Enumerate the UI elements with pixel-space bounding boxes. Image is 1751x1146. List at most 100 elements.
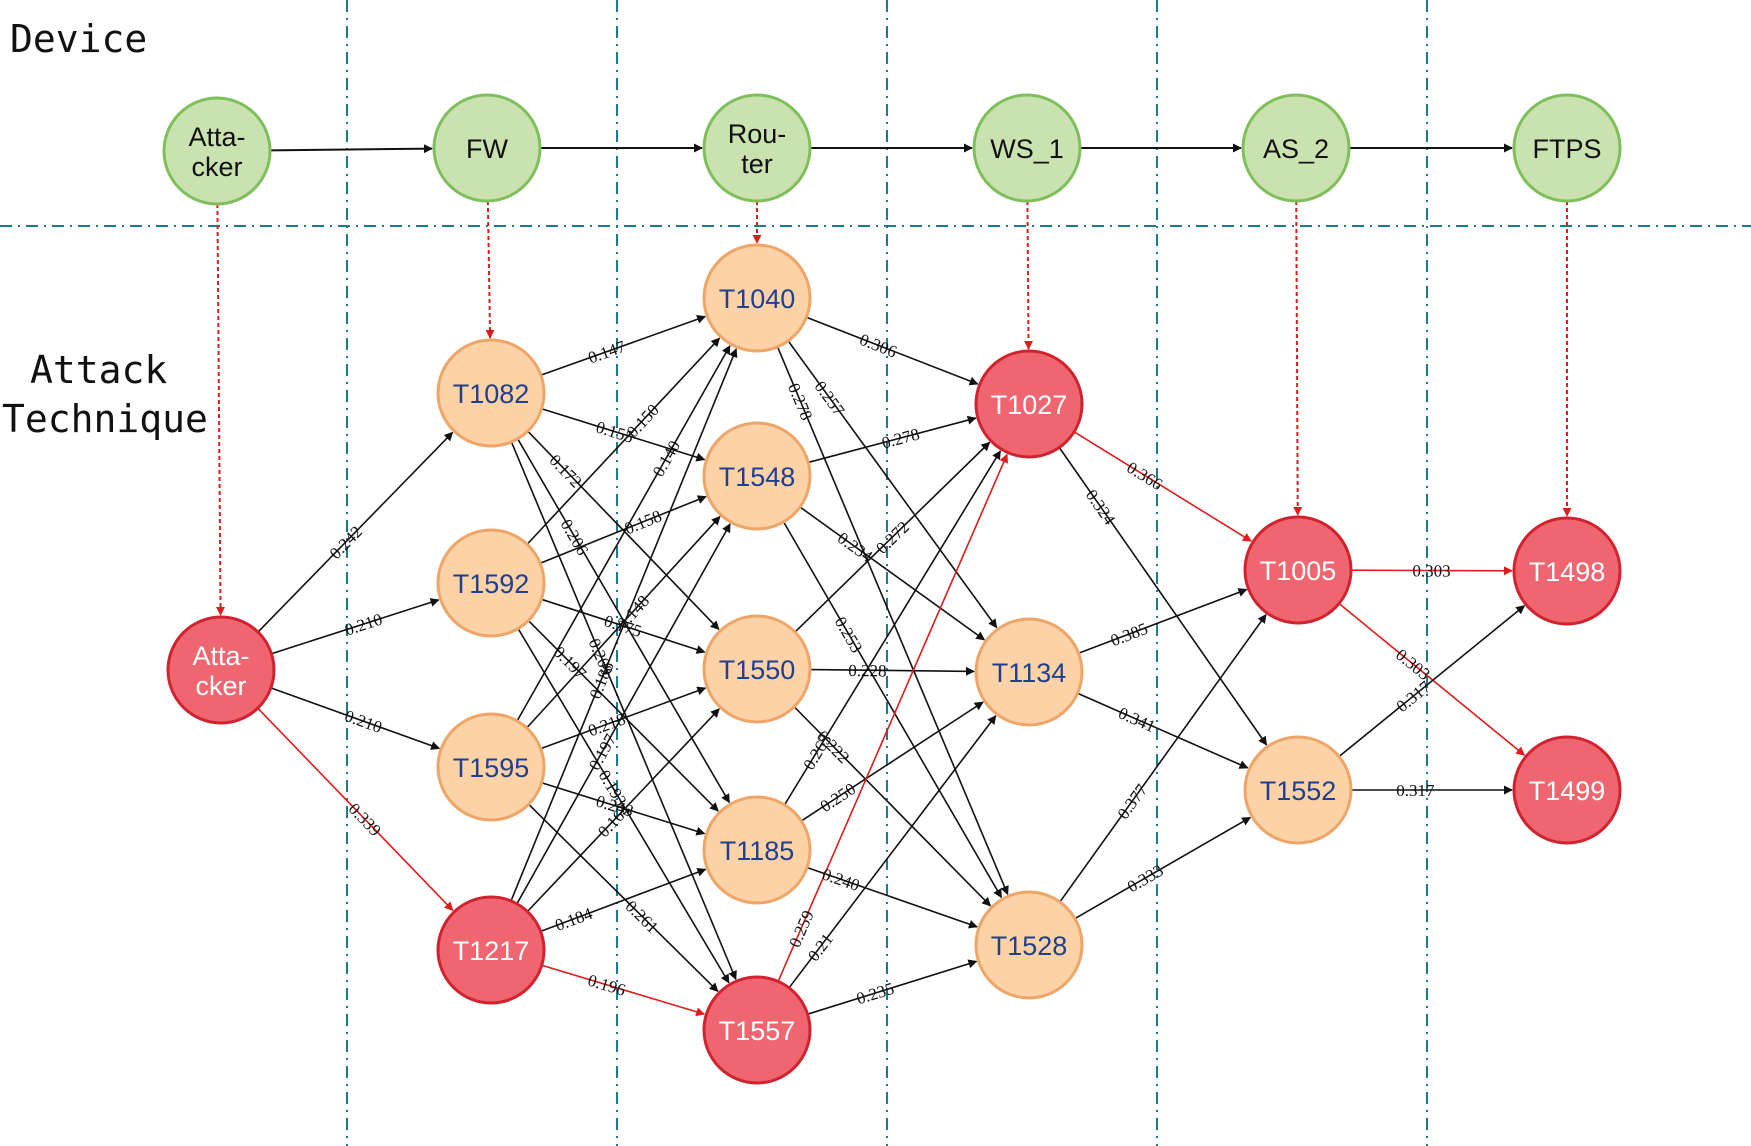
edge-label-T1557-T1528: 0.235 <box>854 979 896 1009</box>
device-technique-mappings <box>216 200 1572 616</box>
technique-node-t1595-circle <box>436 712 546 822</box>
device-node-fw-circle <box>432 93 542 203</box>
technique-node-t1005: T1005 <box>1243 515 1353 625</box>
technique-node-t1557: T1557 <box>702 975 812 1085</box>
technique-node-t1557-circle <box>702 975 812 1085</box>
edge-T1550-T1528 <box>793 706 992 907</box>
edge-T1528-T1005 <box>1059 613 1267 903</box>
edge-label-T1185-T1528: 0.240 <box>820 865 862 896</box>
technique-node-t1550-circle <box>702 614 812 724</box>
device-node-ftps: FTPS <box>1512 93 1622 203</box>
technique-lane-label-line1: Attack <box>30 348 167 392</box>
edge-label-T1548-T1134: 0.234 <box>834 528 877 566</box>
technique-node-t1499-circle <box>1512 735 1622 845</box>
device-node-attacker-label: Atta- <box>188 122 245 152</box>
technique-edges <box>257 314 1526 1017</box>
technique-node-t1548-label: T1548 <box>719 462 796 492</box>
edge-T1040-T1027 <box>806 316 979 386</box>
edge-T1005-T1499 <box>1338 602 1526 756</box>
edge-T1552-T1498 <box>1338 605 1526 758</box>
device-node-router-circle <box>702 93 812 203</box>
technique-node-t1185-circle <box>702 795 812 905</box>
technique-node-attacker-circle <box>166 615 276 725</box>
edge-T1185-T1528 <box>806 866 978 929</box>
edge-T1217-T1548 <box>516 523 731 905</box>
edge-T1217-T1550 <box>526 708 720 913</box>
technique-node-t1082-circle <box>436 338 546 448</box>
edge-T1595-T1548 <box>526 515 721 729</box>
edge-T1595-T1550 <box>540 686 707 750</box>
technique-lane-label-line2: Technique <box>2 397 208 441</box>
technique-node-t1027: T1027 <box>974 349 1084 459</box>
technique-node-t1498-circle <box>1512 516 1622 626</box>
edge-label-T1592-T1040: 0.150 <box>623 400 663 441</box>
edge-label-T1217-T1557: 0.196 <box>586 971 628 1000</box>
edge-T1082-T1040 <box>540 314 707 376</box>
technique-node-t1548-circle <box>702 421 812 531</box>
edge-T1548-T1027 <box>808 415 977 464</box>
edge-T1557-T1528 <box>807 959 978 1015</box>
technique-node-t1005-label: T1005 <box>1260 556 1337 586</box>
edge-label-T1027-T1005: 0.366 <box>1123 458 1166 494</box>
edge-T1592-T1040 <box>526 337 721 545</box>
edge-label-T1082-T1040: 0.147 <box>586 337 629 368</box>
edge-T1550-T1027 <box>794 441 991 633</box>
technique-node-t1592-label: T1592 <box>453 569 530 599</box>
edge-label-T1552-T1498: 0.317 <box>1393 677 1435 716</box>
edge-Attacker-T1595 <box>270 687 441 750</box>
technique-node-t1592: T1592 <box>436 528 546 638</box>
edge-label-T1027-T1552: 0.324 <box>1082 486 1120 529</box>
edge-T1557-T1134 <box>788 715 997 989</box>
device-node-router-label: ter <box>741 149 773 179</box>
technique-node-t1552: T1552 <box>1243 735 1353 845</box>
technique-node-t1552-label: T1552 <box>1260 776 1337 806</box>
edge-T1592-T1557 <box>517 628 730 984</box>
edge-T1557-T1027 <box>777 453 1008 982</box>
edge-T1185-T1134 <box>800 701 984 822</box>
edge-Attacker-T1217 <box>257 707 454 912</box>
edge-label-T1005-T1498: 0.303 <box>1412 561 1450 580</box>
edge-T1217-T1557 <box>541 964 706 1017</box>
edge-label-T1134-T1552: 0.341 <box>1116 703 1159 736</box>
edge-T1217-T1040 <box>510 348 738 902</box>
edge-T1082-T1557 <box>510 441 737 981</box>
technique-node-attacker-label: Atta- <box>192 641 249 671</box>
edge-T1040-T1528 <box>776 346 1009 896</box>
edge-T1548-T1134 <box>799 506 986 641</box>
edge-T1040-T1134 <box>787 340 998 629</box>
technique-node-t1592-circle <box>436 528 546 638</box>
technique-node-t1040: T1040 <box>702 243 812 353</box>
technique-node-t1134-label: T1134 <box>992 658 1067 688</box>
technique-node-t1082-label: T1082 <box>453 379 530 409</box>
edge-T1082-T1185 <box>516 438 731 804</box>
edge-T1134-T1552 <box>1077 692 1249 769</box>
edge-T1082-T1548 <box>541 408 706 462</box>
technique-node-t1217-circle <box>436 895 546 1005</box>
edge-label-T1040-T1027: 0.306 <box>857 330 900 362</box>
edge-label-Attacker-T1595: 0.210 <box>342 706 384 737</box>
technique-node-t1528-label: T1528 <box>991 931 1068 961</box>
device-node-ftps-circle <box>1512 93 1622 203</box>
mapping-edge-fw-T1082 <box>485 200 495 339</box>
edge-T1550-T1134 <box>809 666 975 676</box>
edge-T1548-T1528 <box>782 521 1003 899</box>
technique-node-t1550: T1550 <box>702 614 812 724</box>
technique-node-t1548: T1548 <box>702 421 812 531</box>
edge-T1185-T1027 <box>783 450 1002 806</box>
technique-node-t1185-label: T1185 <box>720 836 795 866</box>
edge-T1027-T1552 <box>1058 447 1268 746</box>
technique-node-t1185: T1185 <box>702 795 812 905</box>
edge-Attacker-T1592 <box>271 598 440 655</box>
device-node-attacker-label: cker <box>191 152 242 182</box>
device-node-attacker-circle <box>162 96 272 206</box>
technique-node-t1217-label: T1217 <box>453 936 530 966</box>
device-node-router: Rou-ter <box>702 93 812 203</box>
edge-T1595-T1185 <box>541 782 706 836</box>
edge-label-T1592-T1548: 0.158 <box>622 506 665 538</box>
edge-T1005-T1498 <box>1350 566 1513 576</box>
technique-node-t1040-label: T1040 <box>719 284 796 314</box>
device-node-as2: AS_2 <box>1241 93 1351 203</box>
edge-Attacker-T1082 <box>257 431 454 633</box>
